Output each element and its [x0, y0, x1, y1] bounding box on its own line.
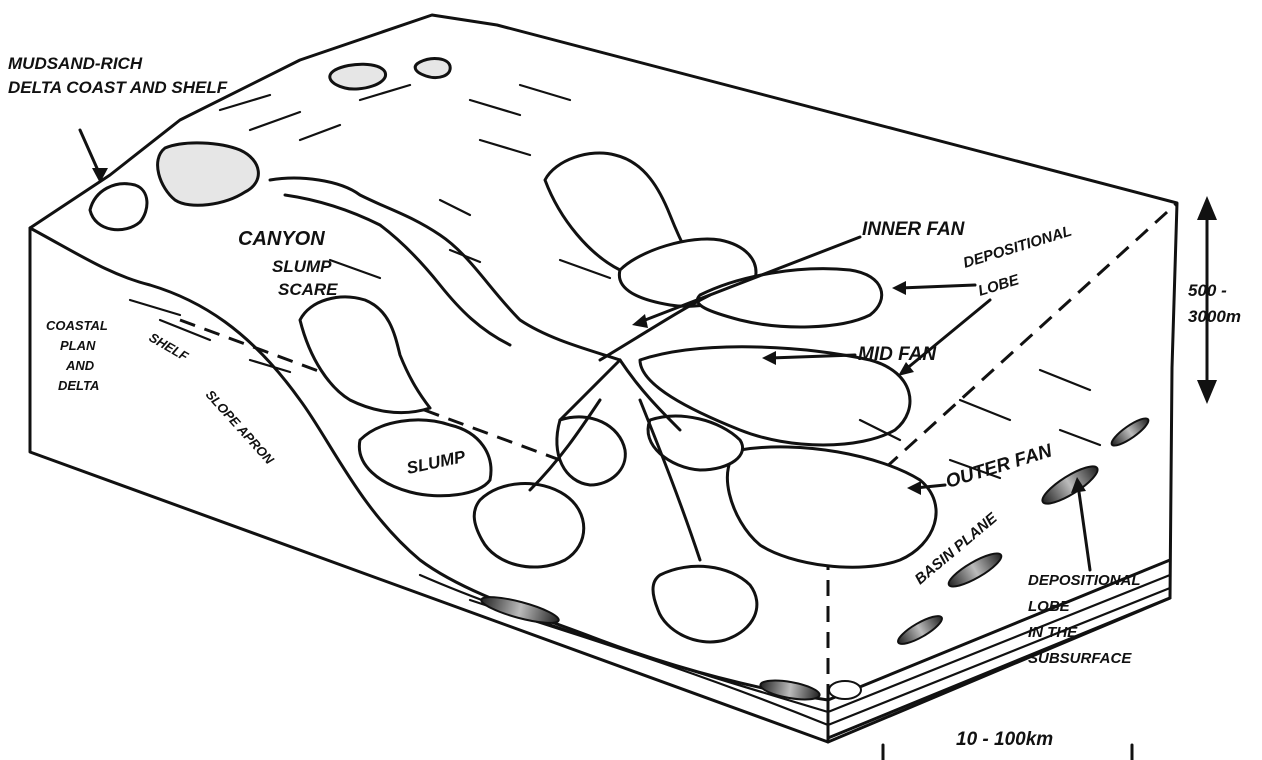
label-subsurface-1: DEPOSITIONAL [1028, 572, 1141, 589]
label-canyon: CANYON [238, 228, 325, 250]
label-coastal-1: COASTAL [46, 318, 108, 333]
label-subsurface-4: SUBSURFACE [1028, 650, 1132, 667]
label-width-scale: 10 - 100km [956, 729, 1053, 750]
label-subsurface-3: IN THE [1028, 624, 1078, 641]
label-coastal-2: PLAN [60, 338, 96, 353]
label-coastal-4: DELTA [58, 378, 99, 393]
label-coast-1: MUDSAND-RICH [8, 54, 143, 73]
label-slump-scare-1: SLUMP [272, 257, 332, 276]
label-depth-1: 500 - [1188, 281, 1227, 300]
label-mid-fan: MID FAN [858, 344, 937, 365]
label-subsurface-2: LOBE [1028, 598, 1071, 615]
label-inner-fan: INNER FAN [862, 219, 966, 240]
label-coast-2: DELTA COAST AND SHELF [8, 78, 228, 97]
label-slump-scare-2: SCARE [278, 280, 338, 299]
label-coastal-3: AND [65, 358, 95, 373]
label-depth-2: 3000m [1188, 307, 1241, 326]
